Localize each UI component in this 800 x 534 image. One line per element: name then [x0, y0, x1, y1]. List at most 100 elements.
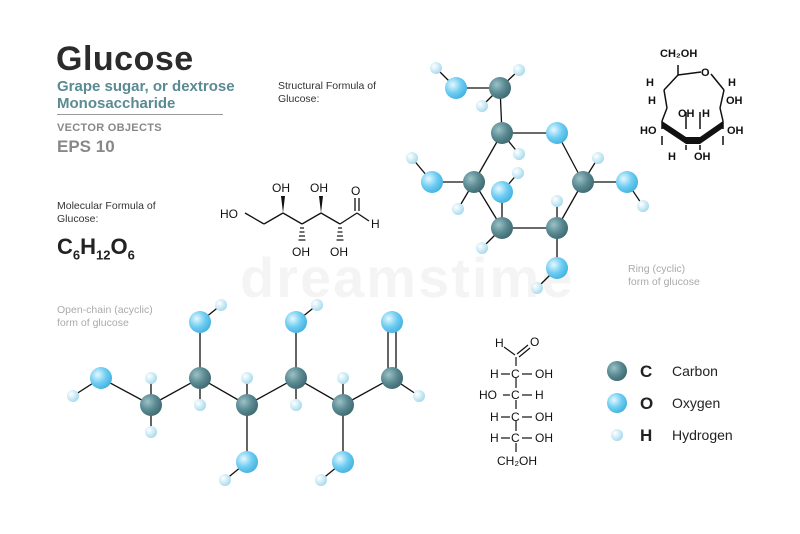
legend-hydrogen-name: Hydrogen [672, 427, 733, 443]
ring-hydrogen-atom [592, 152, 604, 164]
subtitle-class: Monosaccharide [57, 95, 176, 112]
chain-oxygen-atom [332, 451, 354, 473]
chain-hydrogen-atom [219, 474, 231, 486]
haworth-h-c1: H [728, 77, 736, 89]
legend-oxygen-swatch [607, 393, 627, 413]
haworth-ho-c4: HO [640, 125, 657, 137]
vector-objects-label: VECTOR OBJECTS [57, 122, 162, 134]
haworth-h-c2: H [668, 151, 676, 163]
skeletal-oh-3: OH [310, 181, 328, 195]
ring-oxygen-atom [445, 77, 467, 99]
structural-label-line1: Structural Formula of [278, 80, 377, 92]
fischer-bottom: CH₂OH [497, 454, 537, 468]
haworth-ch2oh: CH₂OH [660, 48, 697, 60]
ring-carbon-atom [491, 217, 513, 239]
ring-label-line2: form of glucose [628, 276, 700, 288]
hash-bond-c3 [298, 227, 306, 241]
skeletal-o: O [351, 184, 360, 198]
structural-label-line2: Glucose: [278, 93, 320, 105]
legend-hydrogen-swatch [611, 429, 623, 441]
chain-oxygen-atom [90, 367, 112, 389]
open-label-line2: form of glucose [57, 317, 129, 329]
fischer-row4-right: OH [535, 431, 553, 445]
legend: C O H Carbon Oxygen Hydrogen [607, 361, 733, 445]
chain-carbon-atom [236, 394, 258, 416]
chain-hydrogen-atom [194, 399, 206, 411]
fischer-row1-right: OH [535, 367, 553, 381]
molecular-label-line1: Molecular Formula of [57, 200, 156, 212]
ring-hydrogen-atom [476, 100, 488, 112]
haworth-h-c5: H [646, 77, 654, 89]
molecular-formula-label: Molecular Formula of Glucose: [57, 200, 156, 226]
ring-carbon-atom [463, 171, 485, 193]
haworth-oh-c1: OH [726, 95, 743, 107]
hash-bond-c5 [336, 227, 344, 241]
structural-formula-label: Structural Formula of Glucose: [278, 80, 376, 106]
subtitle-synonyms: Grape sugar, or dextrose [57, 78, 235, 95]
ring-oxygen-atom [546, 122, 568, 144]
open-label-line1: Open-chain (acyclic) [57, 304, 153, 316]
chain-hydrogen-atom [315, 474, 327, 486]
chain-carbon-atom [285, 367, 307, 389]
fischer-row3-right: OH [535, 410, 553, 424]
ring-hydrogen-atom [512, 167, 524, 179]
ring-form-label: Ring (cyclic) form of glucose [628, 263, 700, 289]
chain-hydrogen-atom [145, 372, 157, 384]
chain-oxygen-atom [285, 311, 307, 333]
ring-carbon-atom [489, 77, 511, 99]
ring-label-line1: Ring (cyclic) [628, 263, 686, 275]
haworth-oh-c2: OH [727, 125, 744, 137]
fischer-row4-left: H [490, 431, 499, 445]
fischer-row2-right: H [535, 388, 544, 402]
ring-hydrogen-atom [452, 203, 464, 215]
haworth-projection [661, 65, 725, 150]
fischer-c3: C [511, 388, 520, 402]
fischer-projection [501, 344, 532, 452]
ring-oxygen-atom [421, 171, 443, 193]
haworth-bold-edge [662, 121, 723, 144]
fischer-row2-left: HO [479, 388, 497, 402]
ring-hydrogen-atom [637, 200, 649, 212]
ring-hydrogen-atom [476, 242, 488, 254]
chain-hydrogen-atom [413, 390, 425, 402]
skeletal-h: H [371, 217, 380, 231]
chain-carbon-atom [140, 394, 162, 416]
ring-hydrogen-atom [513, 148, 525, 160]
ring-hydrogen-atom [551, 195, 563, 207]
fischer-row1-left: H [490, 367, 499, 381]
fischer-row3-left: H [490, 410, 499, 424]
fischer-c4: C [511, 410, 520, 424]
skeletal-formula [244, 198, 370, 225]
ring-hydrogen-atom [531, 282, 543, 294]
legend-hydrogen-letter: H [640, 426, 652, 445]
ring-carbon-atom [546, 217, 568, 239]
haworth-h-c3-up: H [702, 108, 710, 120]
molecular-formula: C6H12O6 [57, 234, 135, 263]
chain-hydrogen-atom [145, 426, 157, 438]
eps-label: EPS 10 [57, 137, 115, 156]
ring-carbon-atom [572, 171, 594, 193]
open-chain-ball-stick-model [67, 299, 425, 486]
fischer-c5: C [511, 431, 520, 445]
chain-oxygen-atom [189, 311, 211, 333]
wedge-bond-c2 [281, 196, 285, 213]
wedge-bond-c4 [319, 196, 323, 213]
fischer-c2: C [511, 367, 520, 381]
chain-hydrogen-atom [215, 299, 227, 311]
chain-hydrogen-atom [290, 399, 302, 411]
fischer-top-o: O [530, 335, 539, 349]
haworth-oh-c3: OH [694, 151, 711, 163]
ring-oxygen-atom [546, 257, 568, 279]
ring-ball-stick-model [406, 62, 649, 294]
watermark: dreamstime [240, 245, 574, 310]
chain-hydrogen-atom [311, 299, 323, 311]
ring-hydrogen-atom [406, 152, 418, 164]
ring-hydrogen-atom [513, 64, 525, 76]
haworth-oh-c4-up: OH [678, 108, 695, 120]
molecular-label-line2: Glucose: [57, 213, 99, 225]
ring-carbon-atom [491, 122, 513, 144]
chain-carbon-atom [381, 367, 403, 389]
ring-hydrogen-atom [430, 62, 442, 74]
chain-carbon-atom [189, 367, 211, 389]
